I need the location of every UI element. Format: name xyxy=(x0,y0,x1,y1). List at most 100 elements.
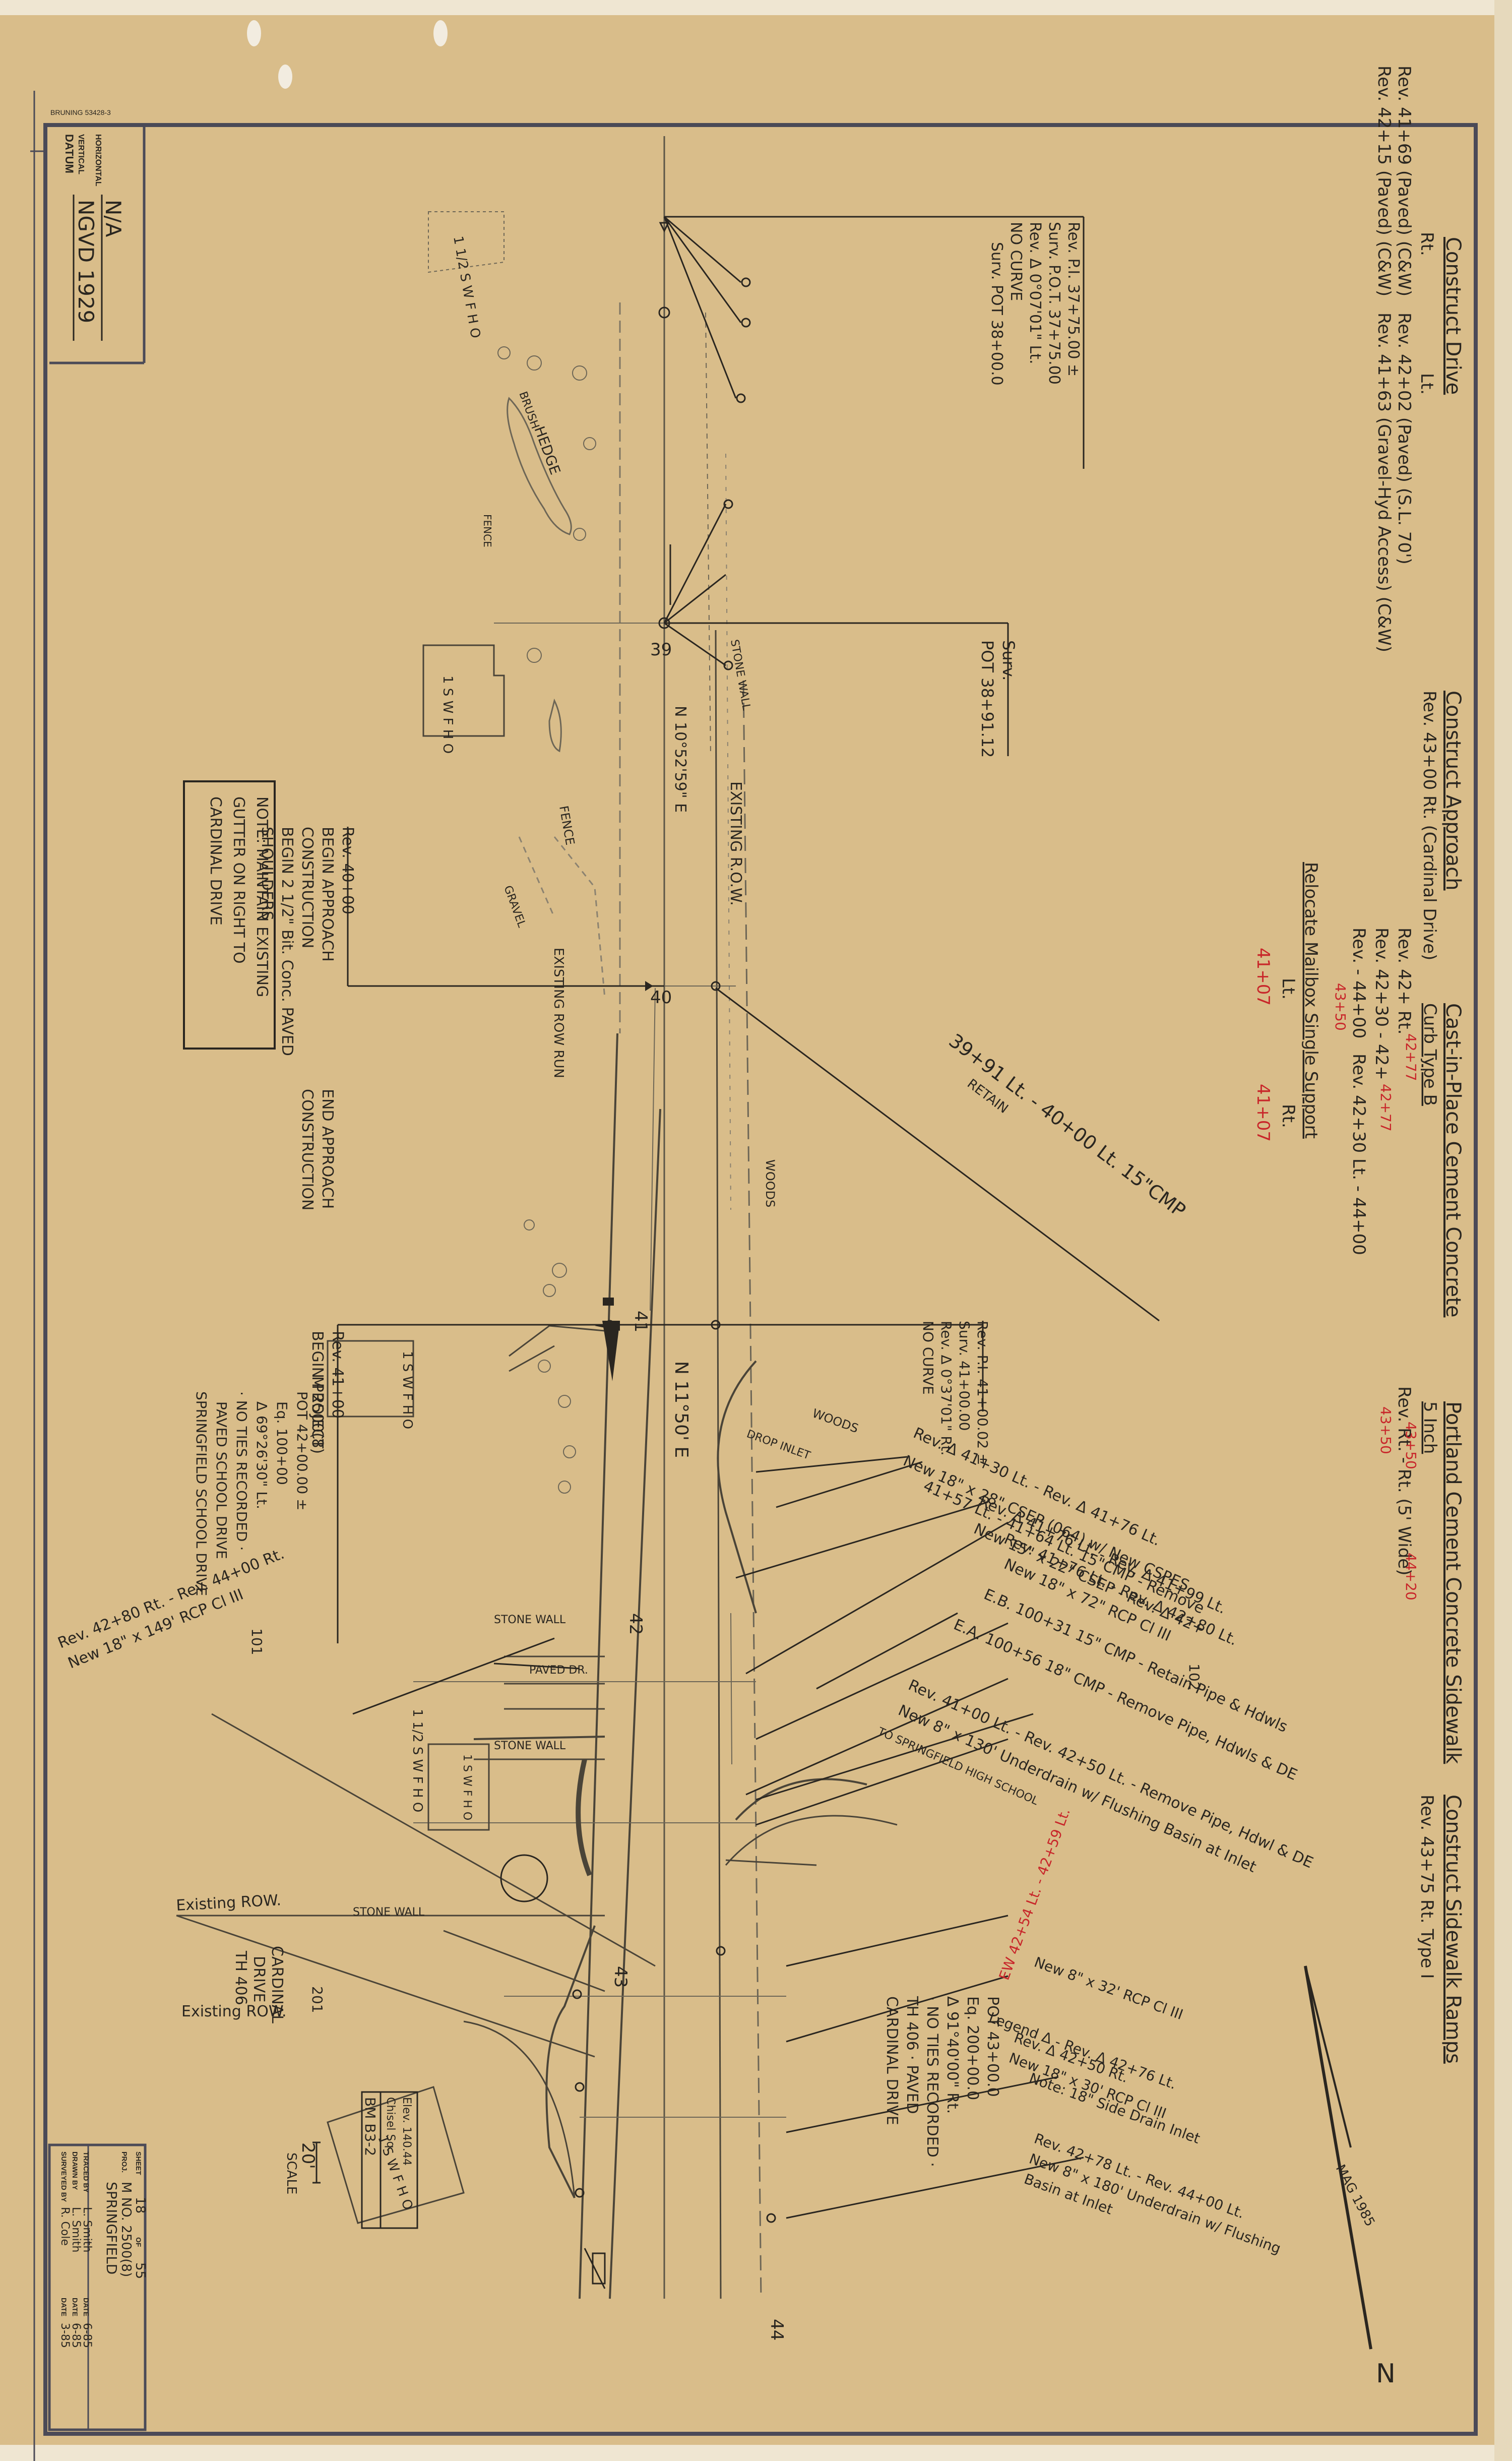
pot-38000-note: Rev. P.I. 37+75.00 ± Surv. P.O.T. 37+75.… xyxy=(988,222,1082,386)
of-label: OF xyxy=(135,2237,143,2247)
benchmark-box: BM B3-2 Chisel Sq. Elev. 140.44 xyxy=(361,2091,418,2229)
construct-approach-line: Rev. 43+00 Rt. (Cardinal Drive) xyxy=(1419,691,1439,960)
boxed-note-line-1: NOTE: MAINTAIN EXISTING xyxy=(253,796,271,997)
cast-in-place-line-1: Rev. 42+ Rt. xyxy=(1394,928,1414,1034)
pot-42000-line-6: SPRINGFIELD SCHOOL DRIVE xyxy=(193,1391,210,1596)
boxed-note: NOTE: MAINTAIN EXISTING GUTTER ON RIGHT … xyxy=(183,780,276,1050)
relocate-mailbox-title: Relocate Mailbox Single Support xyxy=(1301,862,1321,1139)
paved-drive-label: PAVED DR. xyxy=(529,1664,588,1677)
sheet-number: 18 xyxy=(133,2197,148,2213)
rev-40-line-3: CONSTRUCTION xyxy=(298,827,316,948)
existing-row-label-2: Existing ROW. xyxy=(181,2003,287,2020)
station-44: 44 xyxy=(767,2319,787,2341)
end-approach-line-2: CONSTRUCTION xyxy=(298,1089,316,1210)
bearing-top: N 10°52'59" E xyxy=(671,706,689,813)
drawn-date: 6-85 xyxy=(70,2323,82,2348)
cardinal-drive-line-1: CARDINAL xyxy=(268,1946,286,2023)
pot-42000-line-5: PAVED SCHOOL DRIVE xyxy=(213,1401,230,1559)
pot-43000-line-6: CARDINAL DRIVE xyxy=(883,1996,901,2125)
construct-drive-rt-label: Rt. xyxy=(1417,232,1437,256)
pot-43000-line-5: TH 406 · PAVED xyxy=(903,1996,921,2114)
map-symbols xyxy=(327,211,776,2289)
drawn-by: L. Smith xyxy=(70,2207,82,2252)
stone-wall-label-2: STONE WALL xyxy=(494,1614,566,1626)
datum-vertical-value: NGVD 1929 xyxy=(74,200,98,323)
station-201: 201 xyxy=(309,1986,326,2013)
scale-block: 20' SCALE xyxy=(284,2141,321,2194)
paper-bottom-edge xyxy=(0,2445,1512,2461)
sheet-label: SHEET xyxy=(135,2151,143,2175)
road-edge-west xyxy=(609,1109,661,2299)
sidewalk-title: Portland Cement Concrete Sidewalk xyxy=(1441,1401,1465,1764)
sidewalk-red-2: 44+20 xyxy=(1403,1553,1419,1601)
pot-42000-line-2: Eq. 100+00 xyxy=(274,1401,290,1485)
cast-in-place-red-3: 42+77 xyxy=(1377,1084,1394,1132)
pot-38000-line-3: Rev. Δ 0°07'01" Lt. xyxy=(1026,222,1044,364)
sidewalk-note: Portland Cement Concrete Sidewalk 5 Inch… xyxy=(1377,1386,1465,1764)
pot-38000-line-4: NO CURVE xyxy=(1007,222,1025,301)
sidewalk-red-3: 43+50 xyxy=(1377,1406,1394,1454)
cast-in-place-note: Cast-in-Place Cement Concrete Curb Type … xyxy=(1332,928,1465,1317)
punch-hole-left xyxy=(247,20,261,46)
sheet-total: 55 xyxy=(133,2262,148,2279)
construct-drive-lt-2: Rev. 41+63 (Gravel-Hyd Access) (C&W) xyxy=(1374,313,1394,652)
house-label-5: 1 S W F H O xyxy=(461,1754,473,1820)
rev-40-line-1: Rev. 40+00 xyxy=(339,827,356,914)
datum-horizontal-label: HORIZONTAL xyxy=(94,134,102,187)
cardinal-drive-line-3: TH 406 xyxy=(232,1950,249,2005)
rev-41-line-3: M 2500(8) xyxy=(308,1376,326,1454)
pot-42000-line-1: POT 42+00.00 ± xyxy=(294,1391,310,1511)
construct-approach-title: Construct Approach xyxy=(1441,691,1465,891)
cast-in-place-line-4: Rev. 42+30 Lt. - 44+00 xyxy=(1349,1054,1369,1255)
cardinal-drive-line-2: DRIVE xyxy=(250,1956,268,2002)
pot-43000-line-4: · NO TIES RECORDED · xyxy=(923,1996,941,2167)
rev-40-line-4: BEGIN 2 1/2" Bit. Conc. PAVED xyxy=(278,827,296,1056)
print-code: BRUNING 53428-3 xyxy=(50,108,111,116)
cast-in-place-subtitle: Curb Type B xyxy=(1420,1003,1440,1106)
pot-3891-line-2: POT 38+91.12 xyxy=(978,640,997,758)
traced-date-label: DATE xyxy=(82,2298,90,2316)
cast-in-place-red-1: 42+77 xyxy=(1403,1033,1419,1081)
ramps-title: Construct Sidewalk Ramps xyxy=(1441,1795,1465,2064)
proj-label: PROJ. xyxy=(120,2151,129,2173)
cast-in-place-title: Cast-in-Place Cement Concrete xyxy=(1441,1003,1465,1317)
place-name: SPRINGFIELD xyxy=(103,2182,120,2274)
benchmark-line-2: Elev. 140.44 xyxy=(400,2097,413,2166)
road-edge-west-outer xyxy=(579,1033,618,2299)
bearing-mid: N 11°50' E xyxy=(671,1361,691,1458)
existing-row-vertical: EXISTING R.O.W. xyxy=(727,781,744,906)
pot-38000-line-2: Surv. P.O.T. 37+75.00 xyxy=(1045,222,1063,385)
curb-return xyxy=(576,1758,592,1876)
station-39: 39 xyxy=(650,640,672,660)
surveyed-date-label: DATE xyxy=(60,2298,68,2316)
pot-3891-line-1: Surv. xyxy=(999,640,1018,681)
rev-pi-41-line-2: Surv. 41+00.00 xyxy=(956,1321,973,1431)
boxed-note-line-2: GUTTER ON RIGHT TO xyxy=(230,796,247,964)
cast-in-place-line-3: Rev. - 44+00 xyxy=(1349,928,1369,1038)
rev-41-line-2: BEGIN PROJECT xyxy=(308,1331,326,1449)
relocate-mailbox-rt: Rt. xyxy=(1278,1104,1298,1128)
rev-pi-41-line-4: NO CURVE xyxy=(920,1321,936,1395)
station-40: 40 xyxy=(650,988,672,1008)
construct-drive-rt-1: Rev. 41+69 (Paved) (C&W) xyxy=(1394,66,1414,296)
cardinal-drive-label: CARDINAL DRIVE TH 406 xyxy=(232,1946,286,2023)
construct-drive-lt-label: Lt. xyxy=(1417,373,1437,395)
cast-in-place-line-2: Rev. 42+30 - 42+ xyxy=(1371,928,1392,1080)
pot-43000-line-2: Eq. 200+00.0 xyxy=(964,1996,981,2100)
traced-date: 6-85 xyxy=(81,2323,93,2348)
datum-horizontal-value: N/A xyxy=(101,200,125,237)
sidewalk-line: Rev. Rt. - Rt. (5' Wide) xyxy=(1394,1386,1414,1575)
end-approach-line-1: END APPROACH xyxy=(319,1089,336,1209)
stone-wall-label-3: STONE WALL xyxy=(494,1740,566,1752)
construct-drive-title: Construct Drive xyxy=(1441,237,1465,395)
ramps-line: Rev. 43+75 Rt. Type I xyxy=(1417,1795,1437,1979)
pot-43000-line-1: POT 43+00.0 xyxy=(984,1996,1001,2097)
rev-41-note: Rev. 41+00 BEGIN PROJECT M 2500(8) xyxy=(308,1331,346,1454)
construct-drive-rt-2: Rev. 42+15 (Paved) (C&W) xyxy=(1374,66,1394,296)
pot-38000-line-5: Surv. POT 38+00.0 xyxy=(988,242,1005,386)
leader-lines xyxy=(337,216,1160,2219)
pot-3891-note: Surv. POT 38+91.12 xyxy=(978,640,1018,758)
relocate-mailbox-lt: Lt. xyxy=(1278,978,1298,1000)
sheet-border xyxy=(43,123,1478,2436)
